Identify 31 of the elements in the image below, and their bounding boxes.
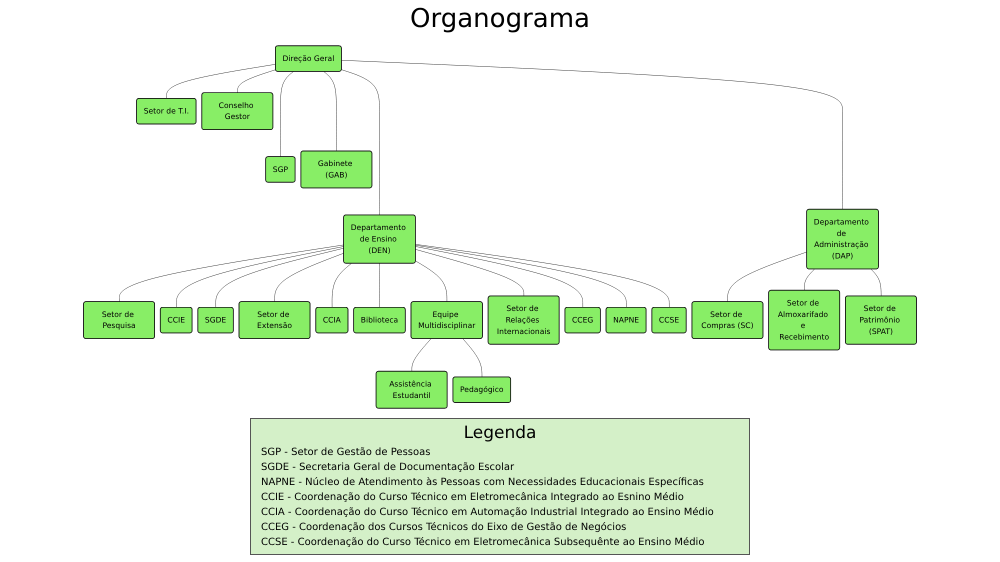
legend-text: SGDE - Secretaria Geral de Documentação Escolar [261,461,516,475]
connector [216,248,344,308]
connector [119,244,344,302]
legend-text: CCSE - Coordenação do Curso Técnico em Eletromecânica Subsequênte ao Ensino Médio [261,536,706,550]
connector [462,338,482,378]
connector [415,244,670,308]
connector [727,252,808,302]
connector [412,338,432,372]
connector [166,64,276,99]
diagram-title: Organograma [409,4,591,34]
legend-heading: Legenda [462,423,538,443]
connector [379,263,380,308]
legend-text: CCEG - Coordenação dos Cursos Técnicos do Eixo de Gestão de Negócios [261,521,628,535]
connector [237,69,276,94]
connector [415,244,627,308]
legend-text: CCIE - Coordenação do Curso Técnico em Eletromecânica Integrado ao Esnino Médio [261,491,685,505]
connector [324,71,337,152]
legend-text: NAPNE - Núcleo de Atendimento às Pessoas com Necessidades Educacionais Específicas [261,476,705,490]
connector [804,268,815,291]
connector [415,260,448,302]
connector [341,60,844,210]
connector [274,252,344,302]
connector [415,249,524,296]
connector [280,71,294,158]
connector [341,69,380,216]
connector [332,263,352,308]
connector [870,268,882,296]
connector [176,246,344,308]
legend-text: SGP - Setor de Gestão de Pessoas [261,446,432,460]
connector [415,246,584,308]
legend-text: CCIA - Coordenação do Curso Técnico em Automação Industrial Integrado ao Ensino Médio [261,506,715,520]
